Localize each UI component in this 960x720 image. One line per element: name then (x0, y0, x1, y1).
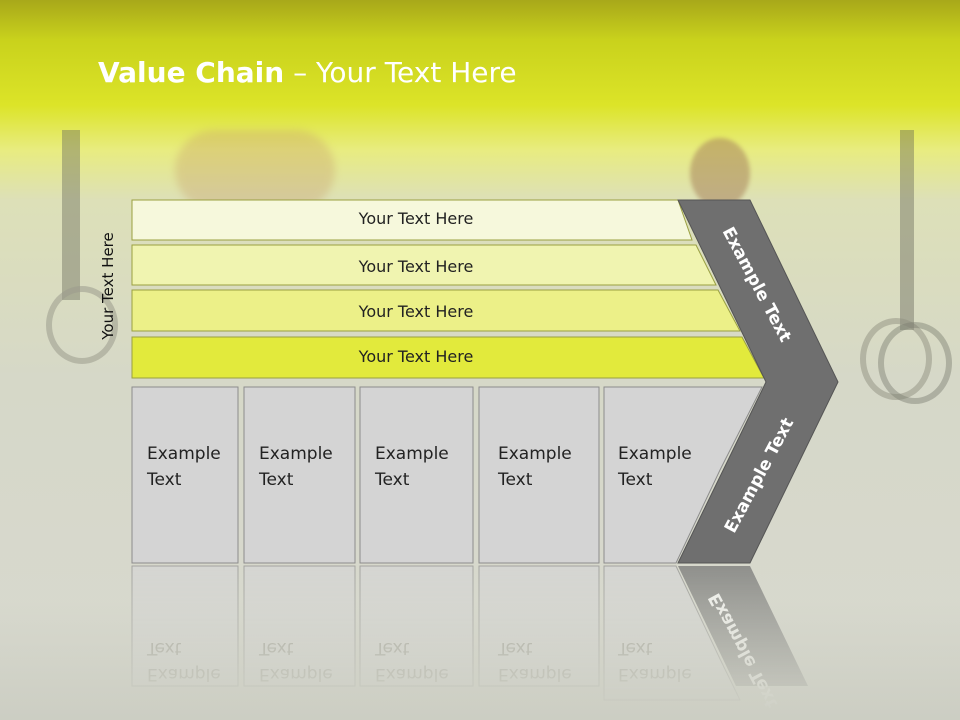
bar-1 (131, 199, 693, 241)
box-2-line1: Example (259, 444, 333, 464)
bar-4-label: Your Text Here (358, 347, 474, 366)
box-4-reflection-line2: Text (497, 638, 533, 658)
box-3 (359, 386, 474, 564)
box-4-reflection-line1: Example (498, 664, 572, 684)
box-4-reflection (478, 565, 600, 687)
box-4-line1: Example (498, 444, 572, 464)
chevron-arrow (677, 199, 839, 564)
boxes-group: Example Text Example Text Example Text E… (131, 386, 763, 564)
box-5 (603, 386, 763, 564)
box-5-line1: Example (618, 444, 692, 464)
box-3-reflection (359, 565, 474, 687)
title-rest: – Your Text Here (284, 56, 517, 89)
bar-1-label: Your Text Here (358, 209, 474, 228)
bar-2-label: Your Text Here (358, 257, 474, 276)
box-5-reflection-line1: Example (618, 664, 692, 684)
box-1-reflection-line1: Example (147, 664, 221, 684)
box-2-reflection-line1: Example (259, 664, 333, 684)
bar-2 (131, 244, 717, 286)
box-1 (131, 386, 239, 564)
background-person-head (690, 138, 750, 208)
box-5-line2: Text (617, 470, 653, 490)
box-5-reflection-line2: Text (617, 638, 653, 658)
box-4 (478, 386, 600, 564)
title-bold: Value Chain (98, 56, 285, 89)
bars-group: Your Text Here Your Text Here Your Text … (131, 199, 765, 379)
background-strap-left (62, 130, 80, 300)
background-figure (175, 130, 335, 210)
box-3-line2: Text (374, 470, 410, 490)
box-3-line1: Example (375, 444, 449, 464)
background-strap-right (900, 130, 914, 330)
box-5-reflection (603, 565, 741, 701)
box-2-line2: Text (258, 470, 294, 490)
slide-title: Value Chain – Your Text Here (98, 56, 517, 89)
box-2-reflection (243, 565, 356, 687)
box-1-reflection (131, 565, 239, 687)
box-1-line2: Text (146, 470, 182, 490)
reflection-group: Text Example Text Example Text Example T… (131, 565, 808, 711)
box-2 (243, 386, 356, 564)
bar-3 (131, 289, 741, 332)
background-ring-right-2 (878, 322, 952, 404)
box-3-reflection-line2: Text (374, 638, 410, 658)
box-4-line2: Text (497, 470, 533, 490)
box-1-line1: Example (147, 444, 221, 464)
background-ring-left (46, 286, 118, 364)
chevron-reflection (678, 566, 808, 686)
bar-3-label: Your Text Here (358, 302, 474, 321)
box-3-reflection-line1: Example (375, 664, 449, 684)
box-2-reflection-line2: Text (258, 638, 294, 658)
box-1-reflection-line2: Text (146, 638, 182, 658)
